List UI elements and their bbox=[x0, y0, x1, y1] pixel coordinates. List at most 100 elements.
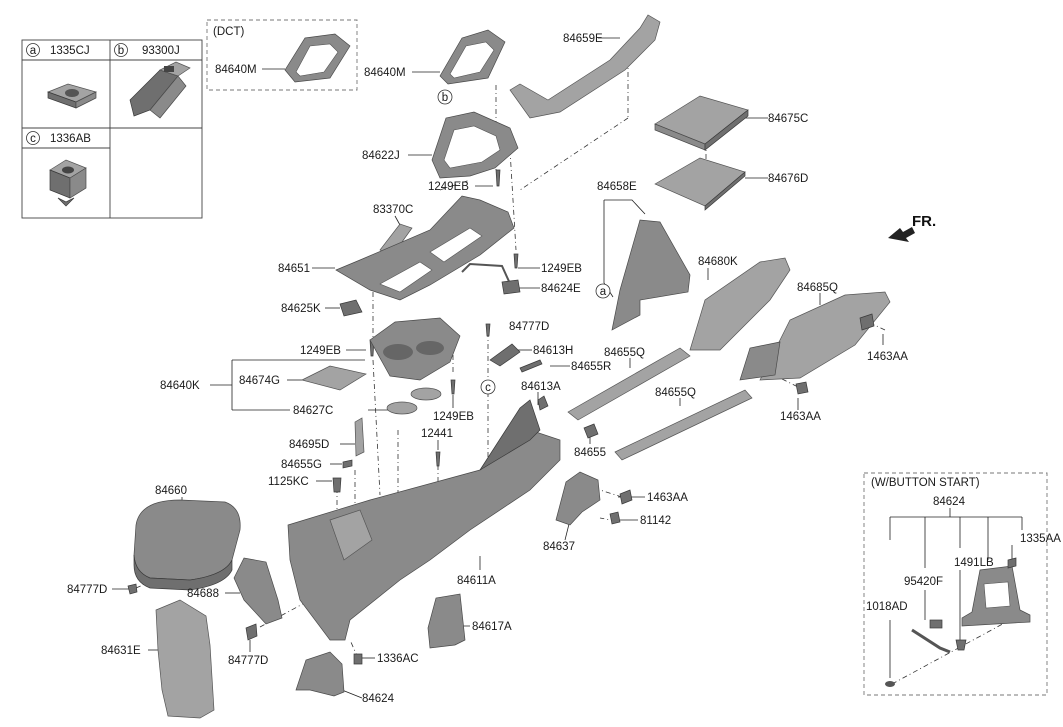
clip-1463aa-c-part bbox=[619, 489, 633, 505]
panel-84685q-part bbox=[759, 291, 891, 381]
dct-box: (DCT) 84640M bbox=[206, 19, 358, 91]
callouts: b a c bbox=[437, 89, 611, 395]
label-84777d-b: 84777D bbox=[67, 584, 107, 596]
part-labels: 84640M 84659E 84622J 84675C 1249EB 84658… bbox=[67, 33, 908, 705]
label-12441: 12441 bbox=[421, 428, 453, 440]
strip-84655q-a-part bbox=[567, 347, 691, 421]
side-cover-84658e-part bbox=[611, 219, 691, 331]
legend-a-circle bbox=[26, 43, 40, 57]
bracket-84685q-part bbox=[739, 341, 781, 381]
label-84627c: 84627C bbox=[293, 405, 333, 417]
label-84624: 84624 bbox=[362, 693, 395, 705]
label-1463aa-a: 1463AA bbox=[867, 351, 908, 363]
legend-b-circle bbox=[114, 43, 128, 57]
callout-a-letter: a bbox=[600, 286, 607, 298]
label-84613a: 84613A bbox=[521, 381, 561, 393]
front-arrow-icon bbox=[888, 227, 915, 242]
cupholder-84640k-part bbox=[369, 317, 461, 381]
nut-81142-part bbox=[609, 511, 621, 525]
screw-1249eb-a-part bbox=[495, 169, 501, 187]
callout-c-letter: c bbox=[485, 382, 491, 394]
bolt-1125kc-part bbox=[332, 477, 342, 493]
label-1249eb-c: 1249EB bbox=[300, 345, 341, 357]
callout-b-letter: b bbox=[442, 92, 448, 104]
label-84675c: 84675C bbox=[768, 113, 808, 125]
label-1249eb-b: 1249EB bbox=[541, 263, 582, 275]
bracket-84625k-part bbox=[339, 299, 363, 317]
pad-84655r-part bbox=[519, 359, 543, 373]
label-84777d-a: 84777D bbox=[509, 321, 549, 333]
nut-1336ac-part bbox=[353, 653, 363, 665]
screw-1249eb-b-part bbox=[513, 253, 519, 269]
label-84611a: 84611A bbox=[457, 575, 496, 587]
strip-84655q-b-part bbox=[614, 389, 753, 461]
dct-title: (DCT) bbox=[213, 26, 244, 38]
label-84625k: 84625K bbox=[281, 303, 321, 315]
label-1463aa-c: 1463AA bbox=[647, 492, 688, 504]
screw-84777d-b-part bbox=[127, 583, 138, 595]
clip-1335aa-part bbox=[1007, 557, 1017, 569]
legend-c-code: 1336AB bbox=[50, 133, 91, 145]
label-84680k: 84680K bbox=[698, 256, 738, 268]
label-84631e: 84631E bbox=[101, 645, 141, 657]
armrest-84660-part bbox=[133, 499, 241, 591]
clip-1491lb-part bbox=[955, 639, 967, 651]
button-start-box: (W/BUTTON START) 84624 1335AA 1491LB 954… bbox=[863, 472, 1061, 696]
screw-84777d-c-part bbox=[245, 623, 258, 641]
label-84640m: 84640M bbox=[364, 67, 406, 79]
legend-c-letter: c bbox=[30, 133, 36, 145]
callout-b-circle bbox=[437, 89, 453, 105]
mat-84675c-part bbox=[654, 95, 749, 151]
label-84660: 84660 bbox=[155, 485, 187, 497]
screw-84777d-a-part bbox=[485, 323, 491, 337]
label-84658e: 84658E bbox=[597, 181, 637, 193]
legend-a-letter: a bbox=[30, 45, 37, 57]
dct-part-label: 84640M bbox=[215, 64, 257, 76]
console-body-84611a-part bbox=[287, 399, 561, 641]
panel-84680k-part bbox=[689, 257, 791, 351]
button-start-title: (W/BUTTON START) bbox=[871, 477, 980, 489]
clip-1463aa-a-part bbox=[859, 313, 875, 331]
label-84655r: 84655R bbox=[571, 361, 611, 373]
label-84637: 84637 bbox=[543, 541, 575, 553]
screw-12441-part bbox=[435, 451, 441, 467]
label-84777d-c: 84777D bbox=[228, 655, 268, 667]
pad-84676d-part bbox=[654, 157, 746, 211]
label-84613h: 84613H bbox=[533, 345, 573, 357]
label-84688: 84688 bbox=[187, 588, 219, 600]
bracket-84637-part bbox=[555, 471, 601, 526]
label-84659e: 84659E bbox=[563, 33, 603, 45]
label-1125kc: 1125KC bbox=[268, 476, 309, 488]
bs-label-1018ad: 1018AD bbox=[866, 601, 908, 613]
part-shapes bbox=[127, 14, 891, 719]
label-84695d: 84695D bbox=[289, 439, 329, 451]
bracket-button-start-part bbox=[961, 565, 1031, 627]
label-1463aa-b: 1463AA bbox=[780, 411, 821, 423]
cover-84622j-part bbox=[431, 111, 519, 179]
pad-84655g-part bbox=[342, 459, 353, 469]
screw-1018ad-part bbox=[885, 681, 895, 687]
label-1336ac: 1336AC bbox=[377, 653, 419, 665]
bracket-84624-part bbox=[295, 651, 345, 697]
cover-84631e-part bbox=[155, 599, 215, 719]
trim-84659e-part bbox=[509, 14, 661, 119]
clip-1336ab-icon bbox=[49, 159, 87, 207]
bs-label-95420f: 95420F bbox=[904, 576, 943, 588]
legend-b-code: 93300J bbox=[142, 45, 180, 57]
harness-95420f-part bbox=[911, 619, 951, 654]
label-1249eb-a: 1249EB bbox=[428, 181, 469, 193]
label-84676d: 84676D bbox=[768, 173, 808, 185]
cable-84624e-part bbox=[461, 262, 513, 289]
bracket-84613h-part bbox=[489, 343, 521, 367]
bs-label-84624: 84624 bbox=[933, 496, 966, 508]
label-84617a: 84617A bbox=[472, 621, 512, 633]
label-84622j: 84622J bbox=[362, 150, 400, 162]
label-84655q-b: 84655Q bbox=[655, 387, 696, 399]
bracket-84688-part bbox=[233, 557, 283, 625]
legend-table: a 1335CJ b 93300J c 1336AB bbox=[21, 39, 203, 219]
label-84655q-a: 84655Q bbox=[604, 347, 645, 359]
label-84651: 84651 bbox=[278, 263, 310, 275]
bs-label-1491lb: 1491LB bbox=[954, 557, 994, 569]
pin-84613a-part bbox=[537, 395, 549, 411]
legend-b-letter: b bbox=[118, 45, 124, 57]
